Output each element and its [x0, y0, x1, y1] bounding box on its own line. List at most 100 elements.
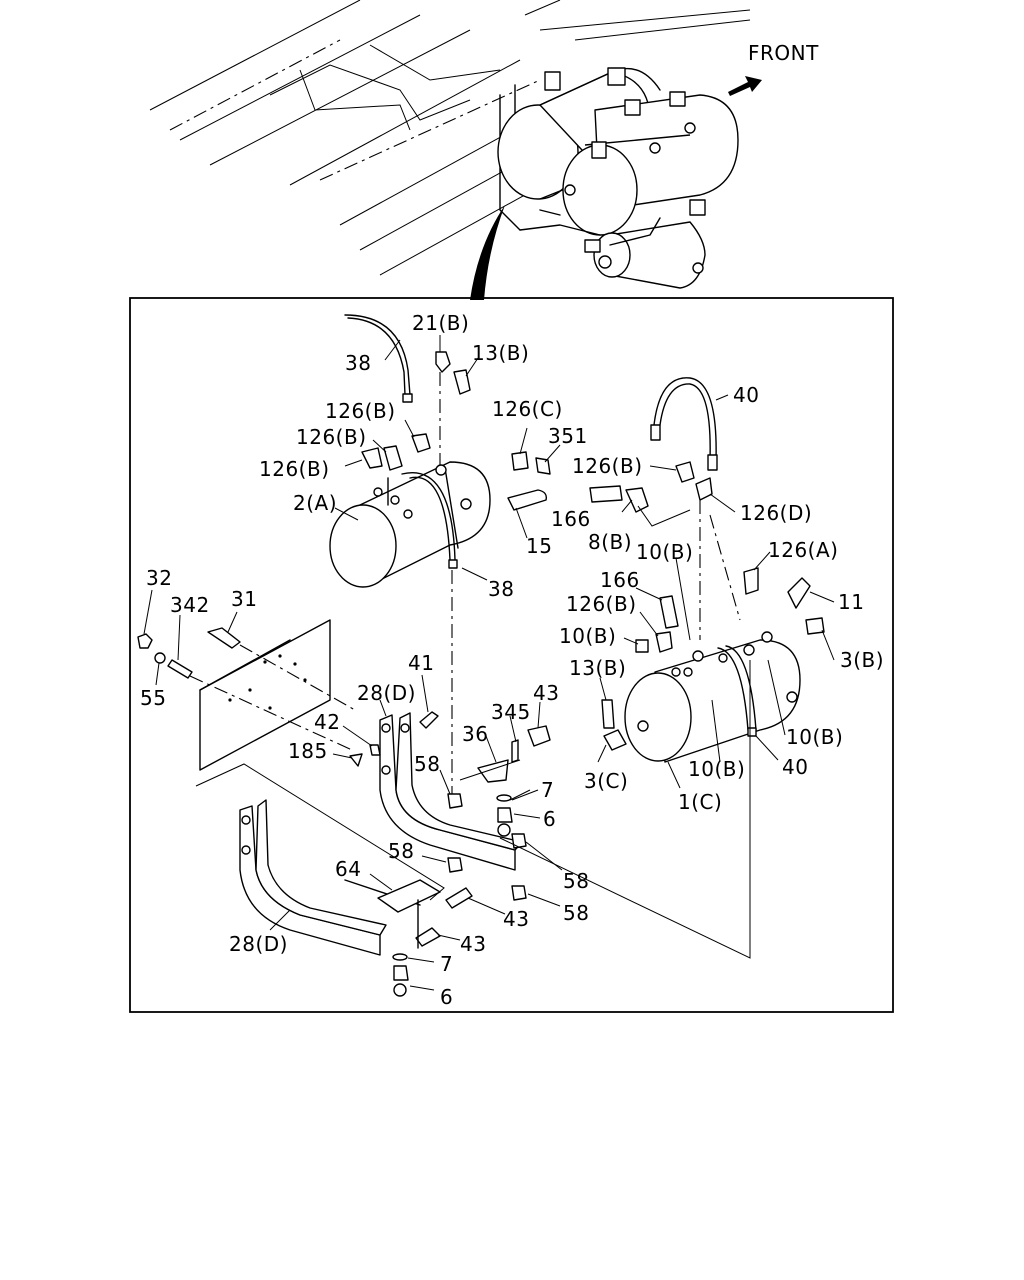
fitting-8b — [625, 487, 649, 513]
washer-42 — [369, 744, 381, 756]
plate-64 — [377, 879, 441, 913]
callout-42: 42 — [314, 710, 340, 734]
fitting-126a — [743, 567, 759, 595]
washer-7-lower — [392, 953, 408, 961]
callout-13b-top: 13(B) — [472, 341, 529, 365]
callout-21b: 21(B) — [412, 311, 469, 335]
detail-frame — [129, 297, 894, 1013]
callout-58-2: 58 — [388, 839, 414, 863]
fitting-21b — [435, 351, 451, 373]
callout-351: 351 — [548, 424, 588, 448]
strap-38-upper — [344, 314, 411, 396]
callout-126d: 126(D) — [740, 501, 812, 525]
callout-58-1: 58 — [414, 752, 440, 776]
bolt-345 — [511, 739, 519, 763]
callout-126b-3: 126(B) — [259, 457, 330, 481]
callout-6-2: 6 — [440, 985, 453, 1009]
callout-31: 31 — [231, 587, 257, 611]
drain-valve-6-upper — [497, 807, 513, 823]
fitting-126b-1 — [411, 433, 431, 453]
fitting-351 — [535, 457, 551, 475]
callout-10b-2: 10(B) — [559, 624, 616, 648]
detail-pointer-arrow — [470, 205, 505, 300]
fitting-126b-2 — [383, 445, 403, 471]
callout-32: 32 — [146, 566, 172, 590]
front-arrow-icon — [728, 76, 762, 96]
callout-7-1: 7 — [541, 778, 554, 802]
callout-38-top: 38 — [345, 351, 371, 375]
callout-43-2: 43 — [503, 907, 529, 931]
callout-3c: 3(C) — [584, 769, 628, 793]
bracket-28d-lower — [239, 799, 387, 956]
callout-64: 64 — [335, 857, 361, 881]
bolt-43-upper — [527, 725, 551, 747]
callout-11: 11 — [838, 590, 864, 614]
front-direction-indicator: FRONT — [728, 41, 819, 96]
nut-58-b — [447, 857, 463, 873]
callout-1c: 1(C) — [678, 790, 722, 814]
callout-8b: 8(B) — [588, 530, 632, 554]
callout-126b-2: 126(B) — [296, 425, 367, 449]
callout-166-2: 166 — [600, 568, 640, 592]
fitting-126b-4 — [675, 461, 695, 483]
fitting-13b-mid — [601, 699, 615, 729]
callout-labels: 21(B) 13(B) 38 126(B) 126(B) 126(B) 126(… — [140, 311, 884, 1009]
callout-126b-5: 126(B) — [566, 592, 637, 616]
fitting-10b-2 — [635, 639, 649, 653]
callout-58-3: 58 — [563, 869, 589, 893]
fitting-166-1 — [589, 485, 623, 503]
fitting-11 — [787, 577, 811, 609]
callout-13b-mid: 13(B) — [569, 656, 626, 680]
callout-10b-1: 10(B) — [636, 540, 693, 564]
callout-55: 55 — [140, 686, 166, 710]
front-label: FRONT — [748, 41, 819, 65]
callout-3b: 3(B) — [840, 648, 884, 672]
callout-166-1: 166 — [551, 507, 591, 531]
air-tank-1c — [624, 631, 801, 763]
fitting-126b-3 — [361, 447, 383, 469]
callout-2a: 2(A) — [293, 491, 337, 515]
callout-126b-1: 126(B) — [325, 399, 396, 423]
callout-345: 345 — [491, 700, 531, 724]
callout-126a: 126(A) — [768, 538, 838, 562]
overview-air-tank-assembly — [497, 67, 739, 289]
callout-43-1: 43 — [533, 681, 559, 705]
bolt-43-lower — [415, 927, 441, 947]
bolt-43-mid — [445, 887, 473, 909]
frame-rail-section — [199, 619, 331, 771]
pin-185 — [349, 753, 363, 767]
callout-126b-4: 126(B) — [572, 454, 643, 478]
strap-38-lower — [401, 472, 456, 561]
strap-40-upper — [653, 377, 717, 461]
callout-58-4: 58 — [563, 901, 589, 925]
callout-40-bot: 40 — [782, 755, 808, 779]
callout-10b-3: 10(B) — [786, 725, 843, 749]
nut-58-c — [511, 833, 527, 849]
fitting-126c — [511, 451, 529, 471]
callout-7-2: 7 — [440, 952, 453, 976]
chassis-frame-overview — [149, 0, 751, 276]
plate-36 — [477, 759, 509, 783]
leaders-lower — [269, 674, 563, 991]
drain-valve-6-lower — [393, 965, 409, 981]
callout-10b-4: 10(B) — [688, 757, 745, 781]
washer-55 — [154, 652, 166, 664]
callout-28d-bot: 28(D) — [229, 932, 288, 956]
callout-38-bot: 38 — [488, 577, 514, 601]
fitting-166-2 — [659, 595, 679, 629]
callout-40-top: 40 — [733, 383, 759, 407]
fitting-3b — [805, 617, 825, 635]
callout-36: 36 — [462, 722, 488, 746]
callout-43-3: 43 — [460, 932, 486, 956]
leaders-right — [597, 394, 835, 789]
bolt-41 — [419, 711, 439, 729]
leaders-upper-left — [334, 335, 561, 581]
callout-28d-top: 28(D) — [357, 681, 416, 705]
fitting-3c — [603, 729, 627, 751]
callout-6-1: 6 — [543, 807, 556, 831]
callout-342: 342 — [170, 593, 210, 617]
fitting-126b-5 — [655, 631, 673, 653]
callout-41: 41 — [408, 651, 434, 675]
air-tank-2a — [329, 461, 548, 588]
